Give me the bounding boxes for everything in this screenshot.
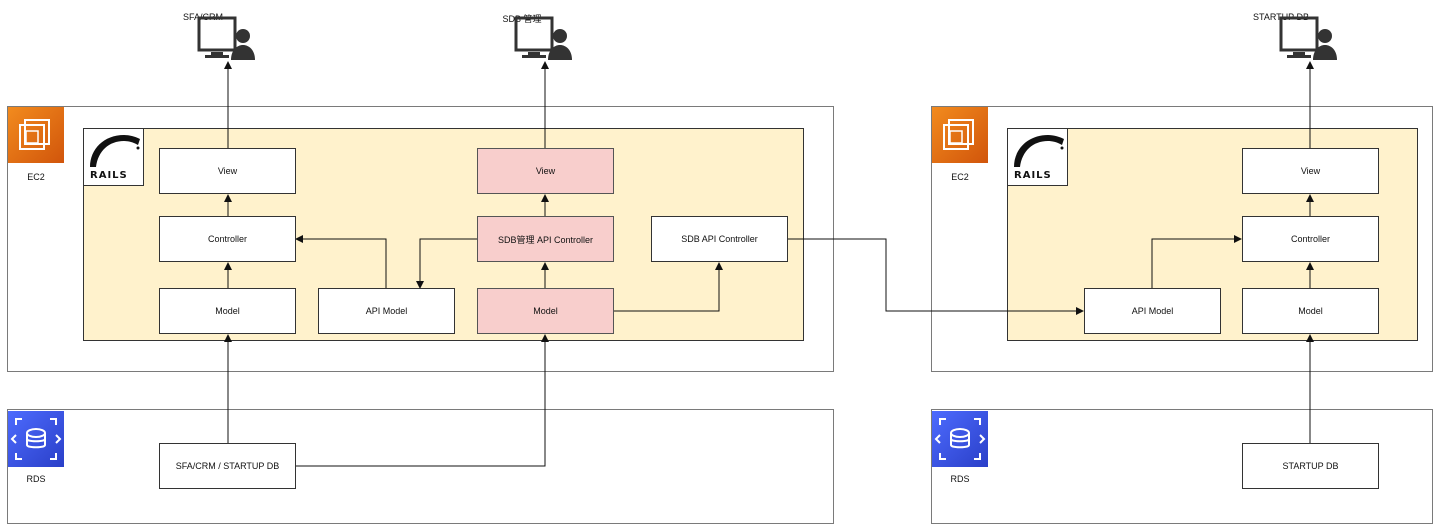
right-api-model-box: API Model — [1084, 288, 1221, 334]
rails-logo-icon — [90, 135, 140, 167]
ec2-chip-icon — [932, 107, 988, 163]
user-computer-icon — [197, 16, 255, 60]
right-view-box: View — [1242, 148, 1379, 194]
sdb-api-controller-box: SDB管理 API Controller — [477, 216, 614, 262]
rds-database-icon — [932, 411, 988, 467]
right-rds-label: RDS — [950, 474, 970, 484]
rails-logo-text: RAILS — [90, 170, 128, 181]
left-model-box: Model — [159, 288, 296, 334]
right-controller-box: Controller — [1242, 216, 1379, 262]
sdb-api-controller-external-box: SDB API Controller — [651, 216, 788, 262]
left-api-model-box: API Model — [318, 288, 455, 334]
left-rds-label: RDS — [26, 474, 46, 484]
rails-logo-icon — [1014, 135, 1064, 167]
sdb-model-box: Model — [477, 288, 614, 334]
right-db-box: STARTUP DB — [1242, 443, 1379, 489]
left-view-box: View — [159, 148, 296, 194]
user-computer-icon — [514, 16, 572, 60]
ec2-chip-icon — [8, 107, 64, 163]
rds-database-icon — [8, 411, 64, 467]
user-computer-icon — [1279, 16, 1337, 60]
sdb-view-box: View — [477, 148, 614, 194]
right-rails-logo: RAILS — [1007, 128, 1068, 186]
left-ec2-label: EC2 — [27, 172, 45, 182]
right-model-box: Model — [1242, 288, 1379, 334]
rails-logo-text: RAILS — [1014, 170, 1052, 181]
left-controller-box: Controller — [159, 216, 296, 262]
left-db-box: SFA/CRM / STARTUP DB — [159, 443, 296, 489]
left-rails-logo: RAILS — [83, 128, 144, 186]
right-ec2-label: EC2 — [951, 172, 969, 182]
